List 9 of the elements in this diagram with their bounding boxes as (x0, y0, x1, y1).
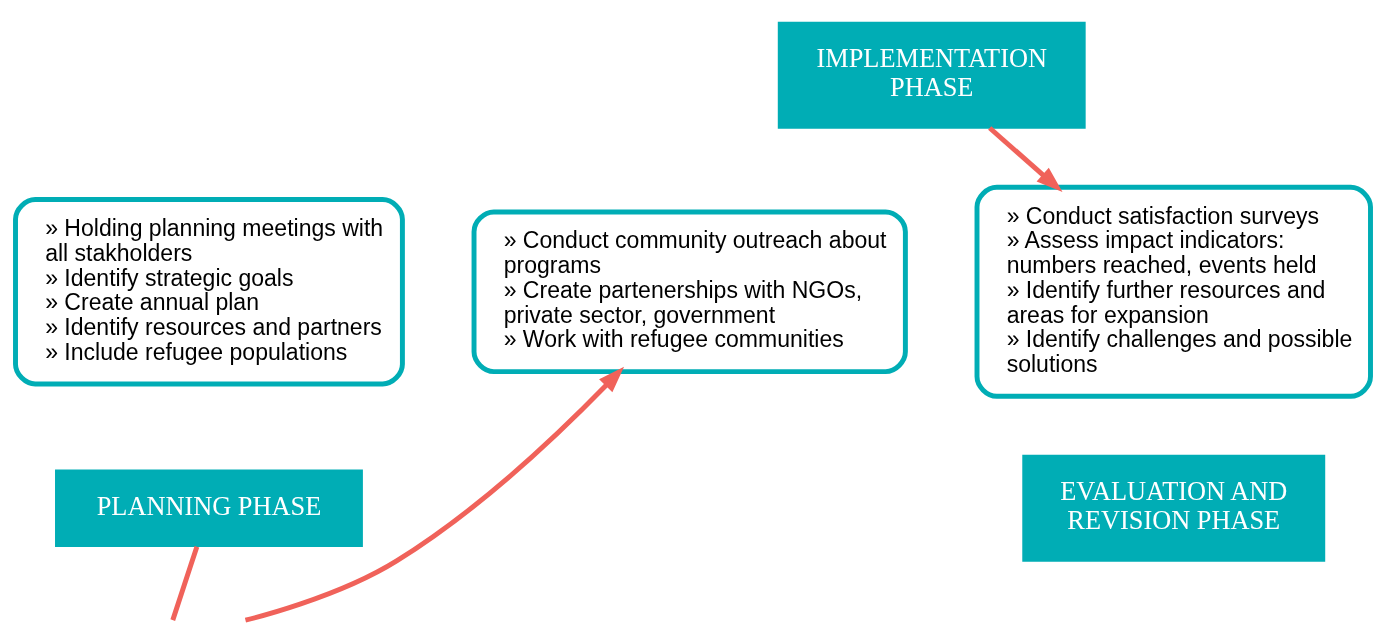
node-box: PLANNING PHASE (55, 469, 363, 547)
node-box: » Conduct community outreach about programs » Create partenerships with NGOs, private sector, government » Work with refugee communities (471, 208, 908, 374)
node-box: » Holding planning meetings with all stakholders » Identify strategic goals » Create annual plan » Identify resources and partners » Include refugee populations (13, 196, 405, 386)
node-box: EVALUATION AND REVISION PHASE (1022, 454, 1326, 562)
node-box: » Conduct satisfaction surveys » Assess impact indicators: numbers reached, events held » Identify further resources and areas for expansion » Identify challenges and possible solutions (974, 184, 1373, 399)
arrow (988, 125, 1063, 192)
arrow (244, 366, 625, 623)
node-box: IMPLEMENTATION PHASE (777, 21, 1086, 129)
connector (170, 545, 200, 621)
